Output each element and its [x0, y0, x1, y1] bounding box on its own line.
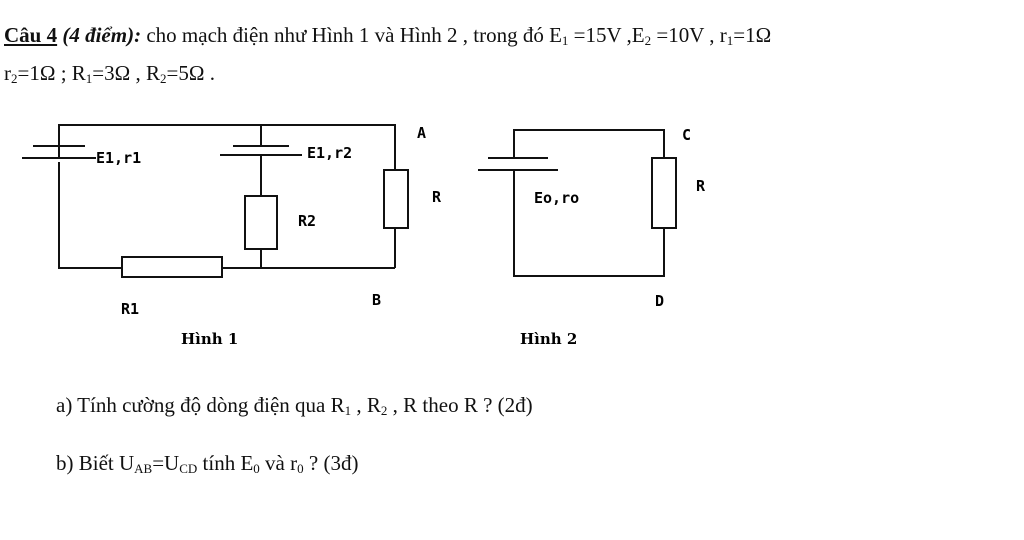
label-source: Eo,ro: [534, 189, 579, 207]
question-a-sub2: 2: [380, 403, 388, 418]
r2-prefix: r: [4, 61, 11, 85]
resistor-r: [383, 169, 409, 229]
r1-value: =1Ω: [733, 23, 772, 47]
r1-subscript: 1: [726, 33, 734, 48]
question-a-end: , R theo R ? (2đ): [387, 393, 533, 417]
figure1-wires: [58, 124, 396, 269]
e2-value: =10V , r: [651, 23, 727, 47]
figure2-wires: [513, 129, 665, 277]
node-c: C: [682, 126, 691, 144]
problem-values-line: r2=1Ω ; R1=3Ω , R2=5Ω .: [4, 60, 215, 86]
label-e1-r1: E1,r1: [96, 149, 141, 167]
node-d: D: [655, 292, 664, 310]
label-r2: R2: [298, 212, 316, 230]
e2-subscript: 2: [644, 33, 652, 48]
label-r-fig2: R: [696, 177, 706, 195]
question-b-sub1: AB: [134, 461, 153, 476]
resistor-r2: [244, 195, 278, 250]
e1-value: =15V ,E: [568, 23, 645, 47]
question-b-sub2: CD: [179, 461, 198, 476]
question-a-sub1: 1: [344, 403, 352, 418]
figure1-components: [22, 145, 409, 278]
question-b-text: b) Biết U: [56, 451, 135, 475]
label-r: R: [432, 188, 442, 206]
question-b-sub4: 0: [297, 461, 304, 476]
resistor-r-fig2: [651, 157, 677, 229]
question-b: b) Biết UAB=UCD tính E0 và r0 ? (3đ): [56, 450, 358, 476]
question-a-text: a) Tính cường độ dòng điện qua R: [56, 393, 345, 417]
intro-text: cho mạch điện như Hình 1 và Hình 2 , tro…: [141, 23, 562, 47]
r2-value: =1Ω ; R: [17, 61, 86, 85]
r2-subscript: 2: [11, 71, 18, 86]
figure1-caption: Hình 1: [181, 330, 238, 348]
R2-value: =5Ω .: [166, 61, 215, 85]
node-a: A: [417, 124, 426, 142]
R2-subscript: 2: [160, 71, 167, 86]
e1-subscript: 1: [561, 33, 569, 48]
figure2-caption: Hình 2: [520, 330, 577, 348]
resistor-r1: [121, 256, 223, 278]
question-b-mid2: tính E: [197, 451, 254, 475]
figure2-components: [478, 157, 677, 229]
question-a-mid1: , R: [351, 393, 381, 417]
question-a: a) Tính cường độ dòng điện qua R1 , R2 ,…: [56, 392, 533, 418]
question-b-mid3: và r: [259, 451, 298, 475]
question-label: Câu 4: [4, 23, 58, 47]
R1-subscript: 1: [85, 71, 93, 86]
points-label: (4 điểm):: [62, 23, 142, 47]
label-e1-r2: E1,r2: [307, 144, 352, 162]
question-b-mid: =U: [152, 451, 180, 475]
question-b-sub3: 0: [253, 461, 260, 476]
node-b: B: [372, 291, 381, 309]
R1-value: =3Ω , R: [92, 61, 161, 85]
label-r1: R1: [121, 300, 139, 318]
problem-header-line: Câu 4 (4 điểm): cho mạch điện như Hình 1…: [4, 22, 771, 48]
question-b-end: ? (3đ): [303, 451, 359, 475]
